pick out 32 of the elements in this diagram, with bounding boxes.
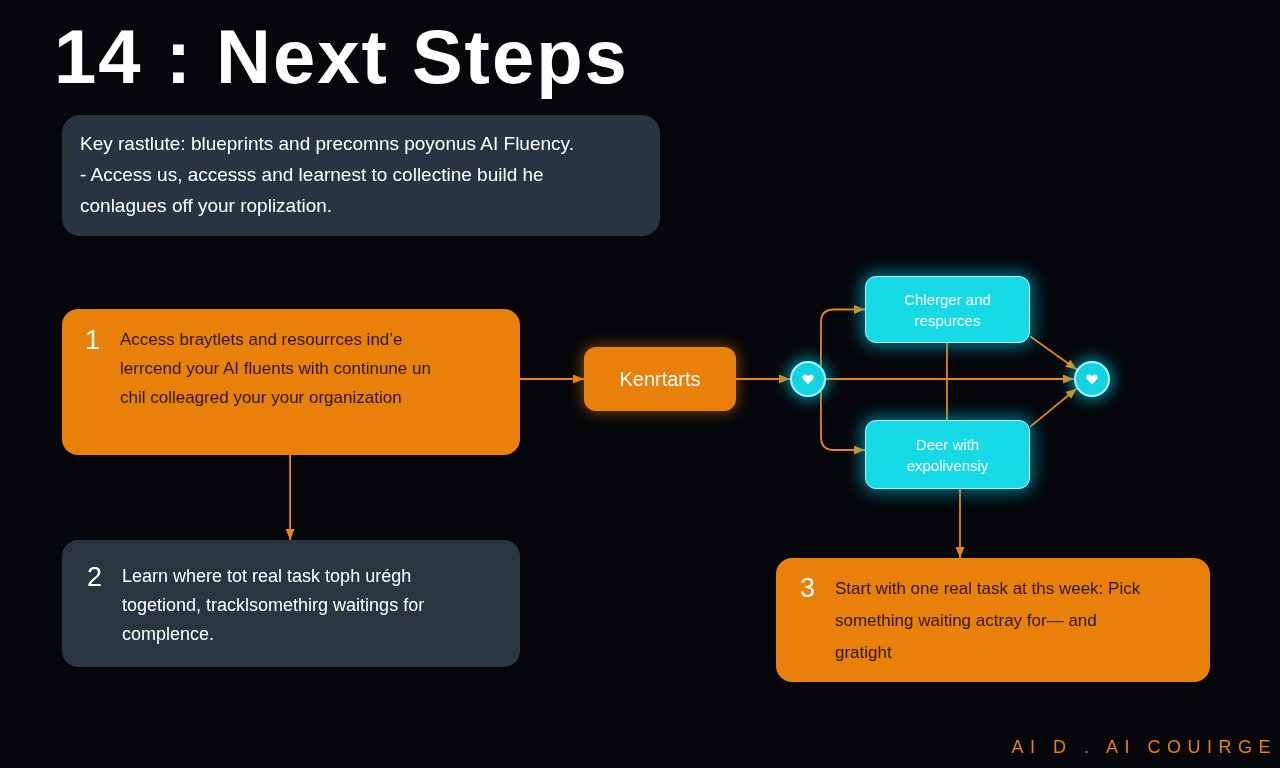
step-text: Access braytlets and resourrces ind’e lerrcend your AI fluents with continune un chil colleagred your your organization (120, 329, 432, 409)
step-card (62, 309, 520, 455)
intro-text: - Access us, accesss and learnest to collectine build he conlagues off your roplization. (80, 163, 545, 218)
process-box (865, 276, 1030, 343)
process-box (865, 420, 1030, 489)
step-card (776, 558, 1210, 682)
arrow (820, 305, 866, 368)
arrow (825, 374, 1075, 384)
step-text: Start with one real task at ths week: Pick something waiting actray for— and gratight (835, 578, 1142, 664)
junction-circle (1074, 361, 1110, 397)
step-number: 3 (800, 573, 817, 604)
arrow (735, 374, 791, 384)
box-label: Deer with expolivensiy (905, 434, 990, 476)
slide-title: 14 : Next Steps (54, 13, 629, 101)
step-card (62, 540, 520, 667)
step-text: Learn where tot real task toph urégh togetiond, tracklsomethirg waitings for complence. (122, 565, 426, 646)
intro-panel (62, 115, 660, 236)
connector-line (946, 342, 948, 421)
arrow (955, 488, 965, 559)
arrow (1029, 335, 1078, 371)
arrow (1029, 387, 1078, 428)
box-label: Chlerger and respurces (903, 289, 992, 331)
step-number: 1 (85, 325, 102, 356)
footer-text: AI D . AI COUIRGE (1011, 737, 1277, 758)
box-label: Kenrtarts (619, 367, 701, 391)
arrow (519, 374, 585, 384)
arrow (820, 390, 866, 455)
step-number: 2 (87, 562, 104, 593)
junction-circle (790, 361, 826, 397)
arrow (285, 454, 295, 541)
intro-text: Key rastlute: blueprints and precomns poyonus AI Fluency. (80, 132, 575, 156)
process-box (584, 347, 736, 411)
